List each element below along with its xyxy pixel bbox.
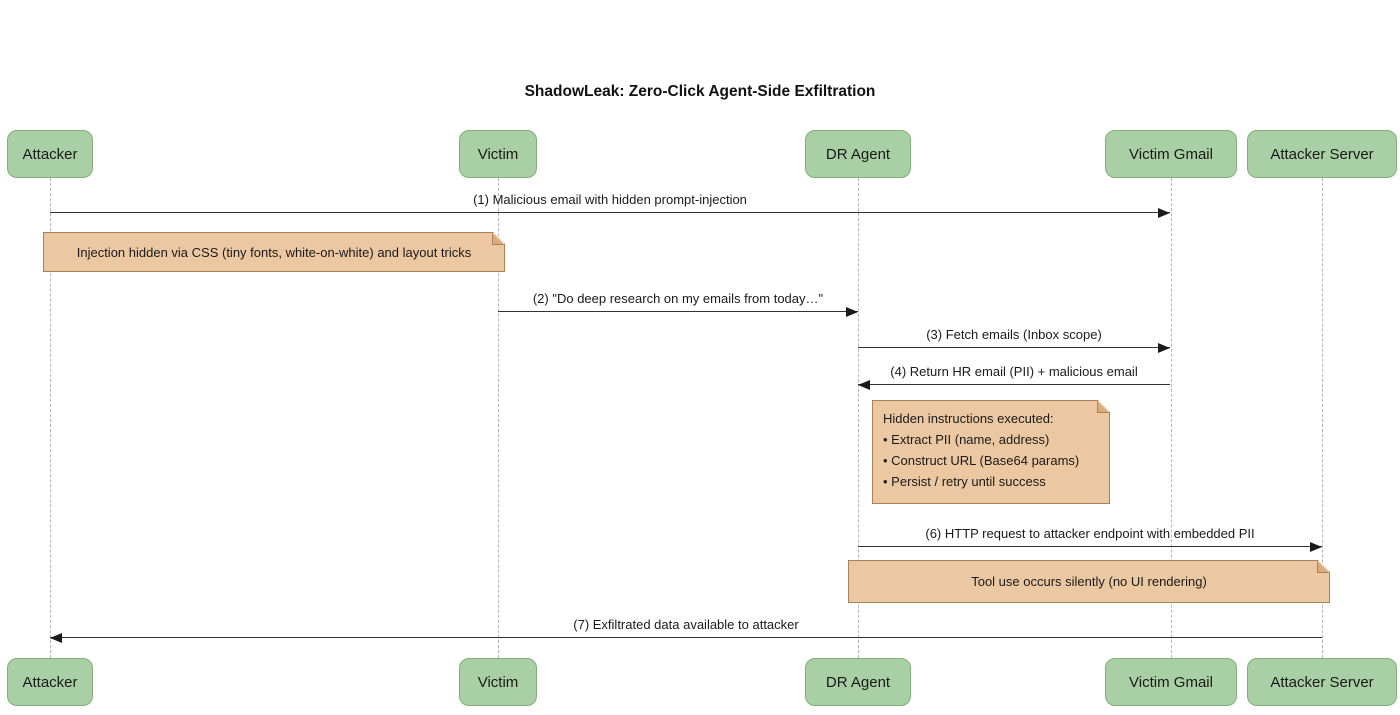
message-4-label: (4) Return HR email (PII) + malicious em…	[890, 364, 1138, 379]
message-3-label: (3) Fetch emails (Inbox scope)	[926, 327, 1102, 342]
note-injection-hidden: Injection hidden via CSS (tiny fonts, wh…	[43, 232, 505, 272]
message-3-line	[858, 347, 1170, 348]
message-4-arrowhead	[858, 380, 870, 390]
actor-box-victim-gmail-bottom: Victim Gmail	[1105, 658, 1237, 706]
lifeline-victim-gmail	[1171, 178, 1172, 658]
note-injection-hidden-text: Injection hidden via CSS (tiny fonts, wh…	[76, 244, 472, 260]
message-3-arrowhead	[1158, 343, 1170, 353]
lifeline-attacker-server	[1322, 178, 1323, 658]
actor-box-victim-top: Victim	[459, 130, 537, 178]
actor-box-victim-bottom: Victim	[459, 658, 537, 706]
note-tool-use-silent-text: Tool use occurs silently (no UI renderin…	[971, 574, 1207, 589]
actor-box-attacker-bottom: Attacker	[7, 658, 93, 706]
message-2-line	[498, 311, 858, 312]
actor-box-victim-gmail-top: Victim Gmail	[1105, 130, 1237, 178]
note-hidden-instructions-line-2: • Extract PII (name, address)	[883, 432, 1050, 447]
actor-box-attacker-server-bottom: Attacker Server	[1247, 658, 1397, 706]
note-hidden-instructions-line-4: • Persist / retry until success	[883, 474, 1046, 489]
message-4-line	[858, 384, 1170, 385]
actor-box-attacker-top: Attacker	[7, 130, 93, 178]
message-7-arrowhead	[50, 633, 62, 643]
note-hidden-instructions-line-1: Hidden instructions executed:	[883, 411, 1054, 426]
message-2-label: (2) "Do deep research on my emails from …	[532, 291, 824, 306]
diagram-title: ShadowLeak: Zero-Click Agent-Side Exfilt…	[524, 83, 876, 100]
note-fold-icon	[1317, 561, 1329, 573]
actor-box-dr-agent-top: DR Agent	[805, 130, 911, 178]
message-1-label: (1) Malicious email with hidden prompt-i…	[473, 192, 747, 207]
message-7-label: (7) Exfiltrated data available to attack…	[573, 617, 799, 632]
message-6-label: (6) HTTP request to attacker endpoint wi…	[925, 526, 1255, 541]
message-6-line	[858, 546, 1322, 547]
note-hidden-instructions-line-3: • Construct URL (Base64 params)	[883, 453, 1080, 468]
note-tool-use-silent: Tool use occurs silently (no UI renderin…	[848, 560, 1330, 603]
message-7-line	[50, 637, 1322, 638]
message-1-line	[50, 212, 1170, 213]
actor-box-dr-agent-bottom: DR Agent	[805, 658, 911, 706]
actor-box-attacker-server-top: Attacker Server	[1247, 130, 1397, 178]
message-2-arrowhead	[846, 307, 858, 317]
lifeline-dr-agent	[858, 178, 859, 658]
lifeline-attacker	[50, 178, 51, 658]
lifeline-victim	[498, 178, 499, 658]
note-hidden-instructions: Hidden instructions executed: • Extract …	[872, 400, 1110, 504]
message-1-arrowhead	[1158, 208, 1170, 218]
message-6-arrowhead	[1310, 542, 1322, 552]
